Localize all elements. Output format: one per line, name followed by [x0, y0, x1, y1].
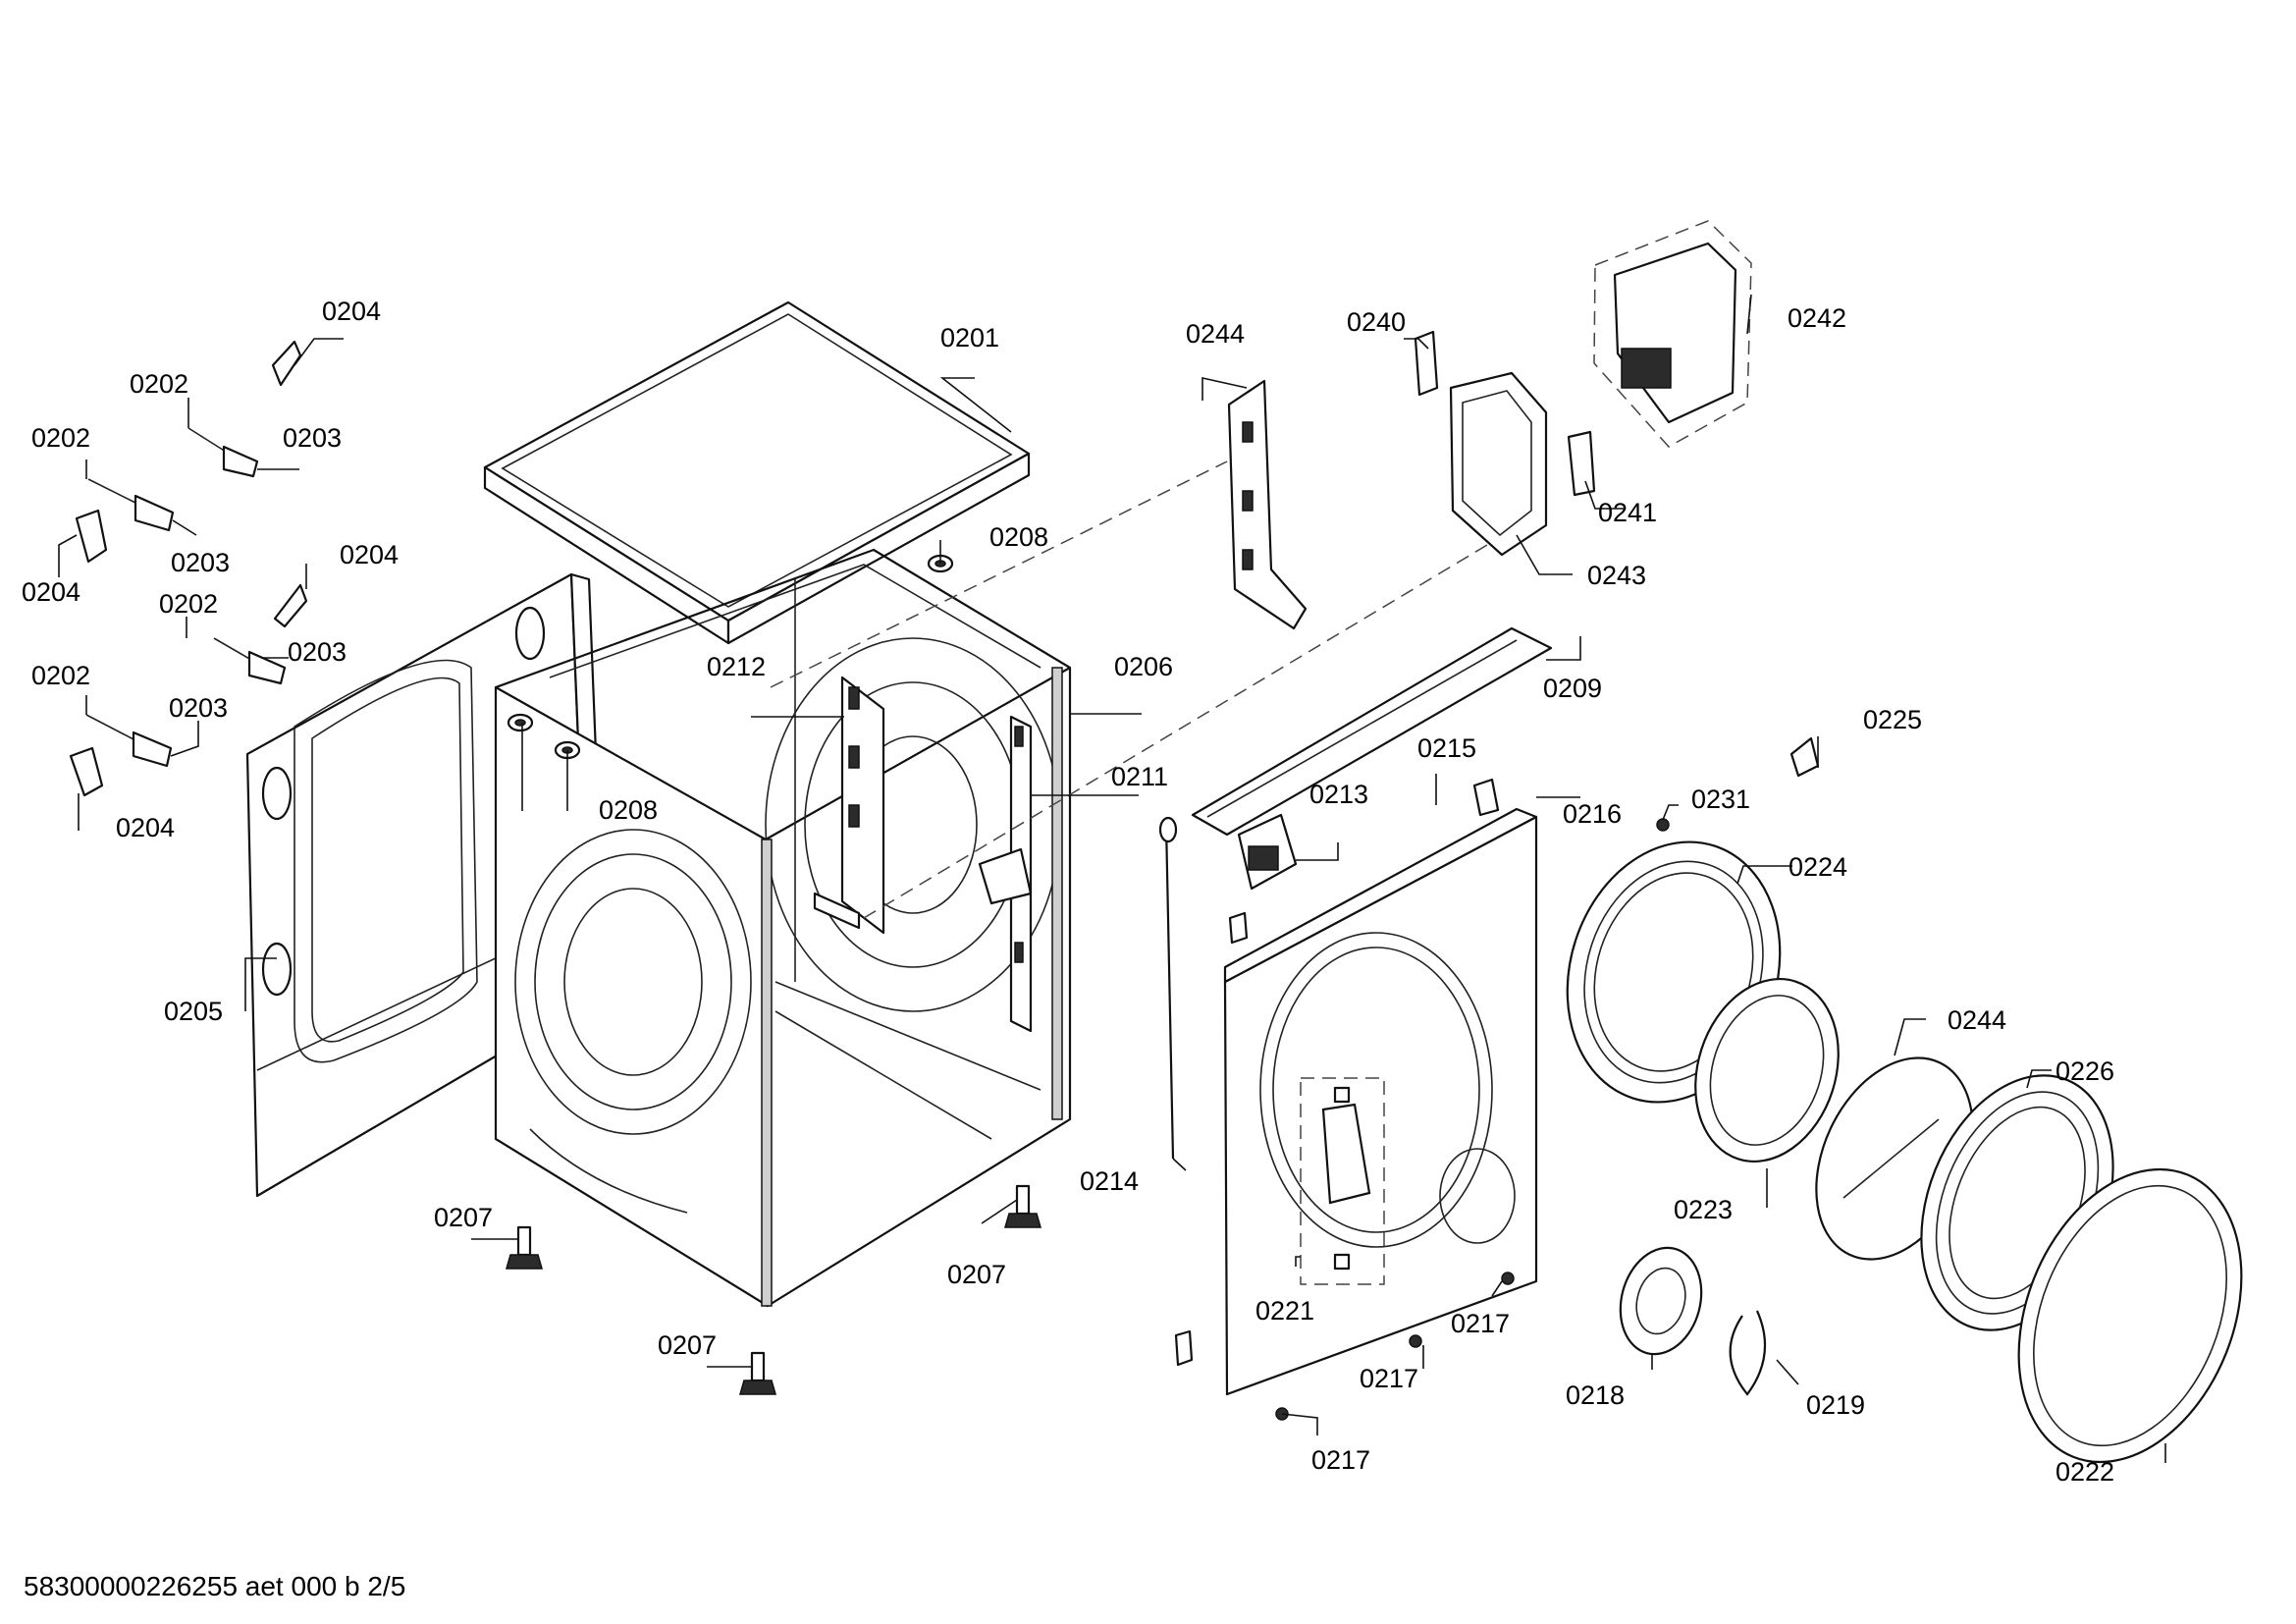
label-0211: 0211 — [1111, 762, 1168, 791]
label-0221: 0221 — [1255, 1296, 1314, 1326]
label-0222: 0222 — [2056, 1457, 2114, 1487]
label-0204: 0204 — [22, 577, 80, 607]
label-0203: 0203 — [171, 548, 230, 577]
label-0213: 0213 — [1309, 780, 1368, 809]
label-0203: 0203 — [169, 693, 228, 723]
label-0208: 0208 — [989, 522, 1048, 552]
label-0223: 0223 — [1674, 1195, 1733, 1224]
part-bracket-0212 — [813, 676, 885, 935]
leader-lines — [58, 294, 2166, 1463]
label-0217: 0217 — [1451, 1309, 1510, 1338]
label-0240: 0240 — [1347, 307, 1406, 337]
label-0241: 0241 — [1598, 498, 1657, 527]
label-0215: 0215 — [1417, 733, 1476, 763]
label-0217: 0217 — [1311, 1445, 1370, 1475]
label-0204: 0204 — [322, 297, 381, 326]
label-0214: 0214 — [1080, 1166, 1139, 1196]
label-0201: 0201 — [940, 323, 999, 352]
label-0204: 0204 — [340, 540, 399, 569]
part-bracket-0211 — [978, 715, 1033, 1033]
label-0207: 0207 — [947, 1260, 1006, 1289]
label-0212: 0212 — [707, 652, 766, 681]
label-0206: 0206 — [1114, 652, 1173, 681]
label-0216: 0216 — [1563, 799, 1622, 829]
label-0226: 0226 — [2056, 1056, 2114, 1086]
part-front-panel — [1174, 807, 1538, 1396]
label-0203: 0203 — [283, 423, 342, 453]
part-rail-0244 — [1227, 379, 1308, 630]
label-0231: 0231 — [1691, 785, 1750, 814]
label-0242: 0242 — [1788, 303, 1846, 333]
label-0219: 0219 — [1806, 1390, 1865, 1420]
label-0224: 0224 — [1789, 852, 1847, 882]
label-0217: 0217 — [1360, 1364, 1418, 1393]
label-0204: 0204 — [116, 813, 175, 842]
label-0202: 0202 — [31, 661, 90, 690]
document-code: 58300000226255 aet 000 b 2/5 — [24, 1571, 405, 1601]
label-0202: 0202 — [130, 369, 188, 399]
assembly-lines — [770, 460, 1488, 919]
part-module-0213 — [1237, 813, 1298, 891]
part-top-cover — [483, 300, 1031, 645]
label-0202: 0202 — [159, 589, 218, 619]
label-0203: 0203 — [288, 637, 347, 667]
part-rod — [1158, 816, 1178, 1160]
label-0205: 0205 — [164, 997, 223, 1026]
part-inner-door — [1694, 977, 1840, 1164]
label-0225: 0225 — [1863, 705, 1922, 734]
part-transport-bolts — [69, 340, 308, 797]
part-feet — [506, 1184, 1041, 1395]
label-0208: 0208 — [599, 795, 658, 825]
label-0209: 0209 — [1543, 674, 1602, 703]
part-labels: 0201 0202 0202 0202 0202 0203 0203 0203 … — [22, 297, 2114, 1487]
label-0243: 0243 — [1587, 561, 1646, 590]
label-0207: 0207 — [434, 1203, 493, 1232]
label-0202: 0202 — [31, 423, 90, 453]
label-0244: 0244 — [1948, 1005, 2006, 1035]
label-0244: 0244 — [1186, 319, 1245, 349]
part-cross-rail — [1191, 626, 1553, 837]
part-hinge — [1619, 1246, 1767, 1396]
part-door-frame — [2017, 1167, 2243, 1464]
label-0207: 0207 — [658, 1330, 717, 1360]
label-0218: 0218 — [1566, 1380, 1625, 1410]
part-electronics — [1414, 220, 1752, 557]
